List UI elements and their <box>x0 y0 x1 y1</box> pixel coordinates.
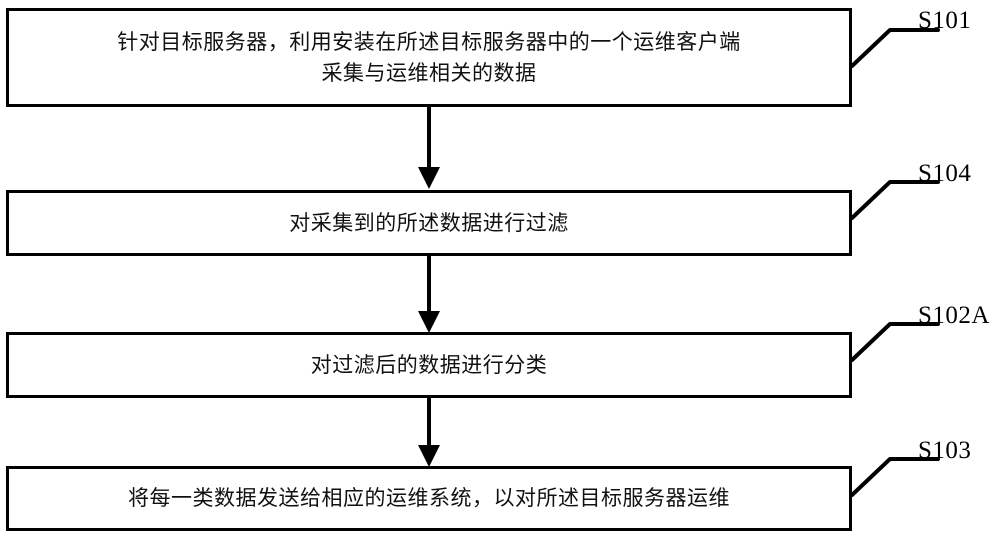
flowchart-step-text-2: 对采集到的所述数据进行过滤 <box>289 210 569 235</box>
flowchart-step-box-3[interactable]: 对过滤后的数据进行分类 <box>6 332 852 398</box>
flowchart-step-label-4: S103 <box>918 437 972 464</box>
flowchart-step-label-3: S102A <box>918 302 990 329</box>
flowchart-step-text-3: 对过滤后的数据进行分类 <box>310 352 548 377</box>
flowchart-arrow-3 <box>418 398 440 467</box>
flowchart-step-label-2: S104 <box>918 160 972 187</box>
flowchart-step-box-4[interactable]: 将每一类数据发送给相应的运维系统，以对所述目标服务器运维 <box>6 466 852 531</box>
leader-line-2 <box>850 180 940 220</box>
flowchart-arrow-2 <box>418 256 440 333</box>
flowchart-step-box-1[interactable]: 针对目标服务器，利用安装在所述目标服务器中的一个运维客户端 采集与运维相关的数据 <box>6 8 852 107</box>
flowchart-step-text-1: 针对目标服务器，利用安装在所述目标服务器中的一个运维客户端 采集与运维相关的数据 <box>117 30 741 85</box>
flowchart-step-label-1: S101 <box>918 7 972 34</box>
leader-line-1 <box>850 28 940 68</box>
flowchart-step-box-2[interactable]: 对采集到的所述数据进行过滤 <box>6 190 852 256</box>
leader-line-3 <box>850 322 940 362</box>
flowchart-step-text-4: 将每一类数据发送给相应的运维系统，以对所述目标服务器运维 <box>128 486 730 511</box>
leader-line-4 <box>850 457 940 497</box>
flowchart-arrow-1 <box>418 107 440 189</box>
